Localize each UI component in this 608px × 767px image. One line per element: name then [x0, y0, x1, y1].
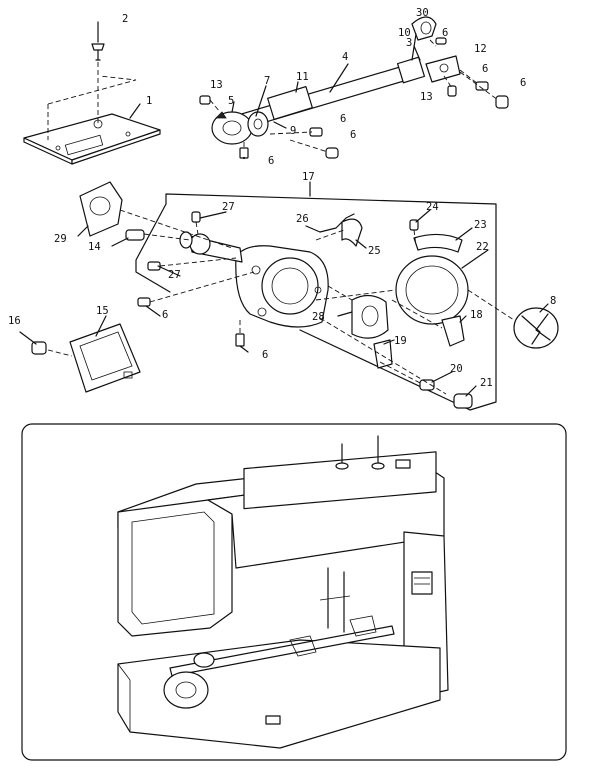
callout-labels: 1 2 3 4 5 6 6 6 6 6 6 6 6 7 8 9 10 11 12… [8, 7, 556, 389]
callout-23: 23 [474, 219, 487, 231]
lower-shaft [227, 56, 426, 133]
callout-6h: 6 [262, 349, 268, 361]
screw-14 [125, 229, 145, 241]
crank-30 [411, 16, 437, 41]
callout-11: 11 [296, 71, 309, 83]
callout-14: 14 [88, 241, 101, 253]
hook-drive-gear-5 [211, 111, 253, 145]
callout-24: 24 [426, 201, 439, 213]
callout-5: 5 [228, 95, 234, 107]
machine-inset [21, 423, 567, 761]
holder-28 [351, 294, 389, 339]
screws-right [419, 379, 473, 409]
callout-27b: 27 [168, 269, 181, 281]
part-19 [373, 339, 393, 369]
callout-29: 29 [54, 233, 67, 245]
screw-16 [31, 341, 47, 355]
spring-25 [341, 218, 363, 247]
callout-8: 8 [550, 295, 556, 307]
callout-19: 19 [394, 335, 407, 347]
callout-28: 28 [312, 311, 325, 323]
callout-6d: 6 [340, 113, 346, 125]
callout-21: 21 [480, 377, 493, 389]
screws-top [199, 37, 509, 160]
callout-9: 9 [290, 125, 296, 137]
crank-12 [425, 55, 461, 83]
callout-20: 20 [450, 363, 463, 375]
part-18 [441, 315, 465, 347]
callout-18: 18 [470, 309, 483, 321]
callout-6e: 6 [350, 129, 356, 141]
callout-6g: 6 [162, 309, 168, 321]
callout-4: 4 [342, 51, 348, 63]
callout-25: 25 [368, 245, 381, 257]
callout-6f: 6 [268, 155, 274, 167]
callout-13b: 13 [420, 91, 433, 103]
callout-7: 7 [264, 75, 270, 87]
callout-10: 10 [398, 27, 411, 39]
callout-6b: 6 [482, 63, 488, 75]
callout-17: 17 [302, 171, 315, 183]
callout-13a: 13 [210, 79, 223, 91]
bobbin-cover-15 [69, 323, 141, 393]
callout-1: 1 [146, 95, 152, 107]
hook-bracket [179, 231, 329, 328]
spring-26 [319, 213, 355, 233]
screws-mid [137, 211, 419, 347]
callout-16: 16 [8, 315, 21, 327]
callout-6a: 6 [442, 27, 448, 39]
callout-6c: 6 [520, 77, 526, 89]
plate-29 [79, 181, 123, 237]
shuttle-hook-8 [513, 307, 559, 349]
race-ring-22 [395, 255, 469, 325]
callout-2: 2 [122, 13, 128, 25]
screw-2 [91, 43, 105, 61]
hook-assembly-box [135, 193, 497, 411]
shaft-bushing-7 [247, 111, 269, 137]
callout-12: 12 [474, 43, 487, 55]
callout-27a: 27 [222, 201, 235, 213]
callout-15: 15 [96, 305, 109, 317]
callout-30: 30 [416, 7, 429, 19]
callout-26: 26 [296, 213, 309, 225]
callout-3: 3 [406, 37, 412, 49]
cover-23 [413, 233, 463, 253]
callout-22: 22 [476, 241, 489, 253]
needle-plate [23, 113, 161, 165]
